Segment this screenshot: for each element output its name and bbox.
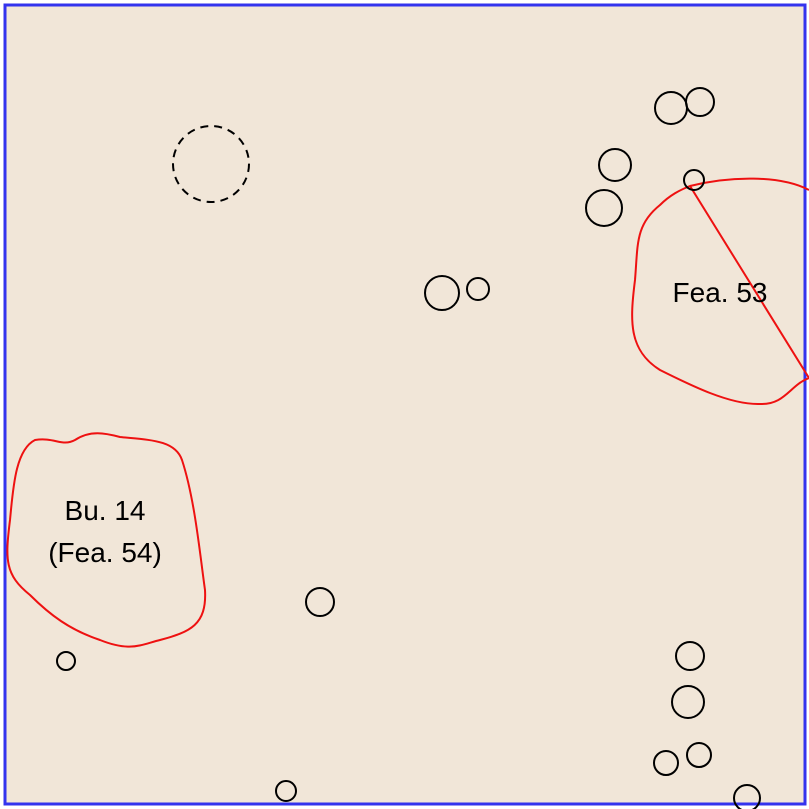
posthole xyxy=(653,750,679,776)
posthole xyxy=(305,587,335,617)
posthole xyxy=(685,87,715,117)
feature-53-label: Fea. 53 xyxy=(673,277,768,308)
posthole xyxy=(585,189,623,227)
posthole-dashed xyxy=(172,125,250,203)
burial-14-label-line1: Bu. 14 xyxy=(65,495,146,526)
posthole xyxy=(733,784,761,809)
posthole xyxy=(275,780,297,802)
posthole xyxy=(466,277,490,301)
posthole xyxy=(56,651,76,671)
posthole xyxy=(686,742,712,768)
posthole xyxy=(683,169,705,191)
posthole xyxy=(598,148,632,182)
burial-14-label-line2: (Fea. 54) xyxy=(48,537,162,568)
posthole xyxy=(671,685,705,719)
posthole xyxy=(675,641,705,671)
excavation-unit-frame xyxy=(3,3,807,806)
posthole xyxy=(424,275,460,311)
burial-14-outline xyxy=(6,432,207,648)
